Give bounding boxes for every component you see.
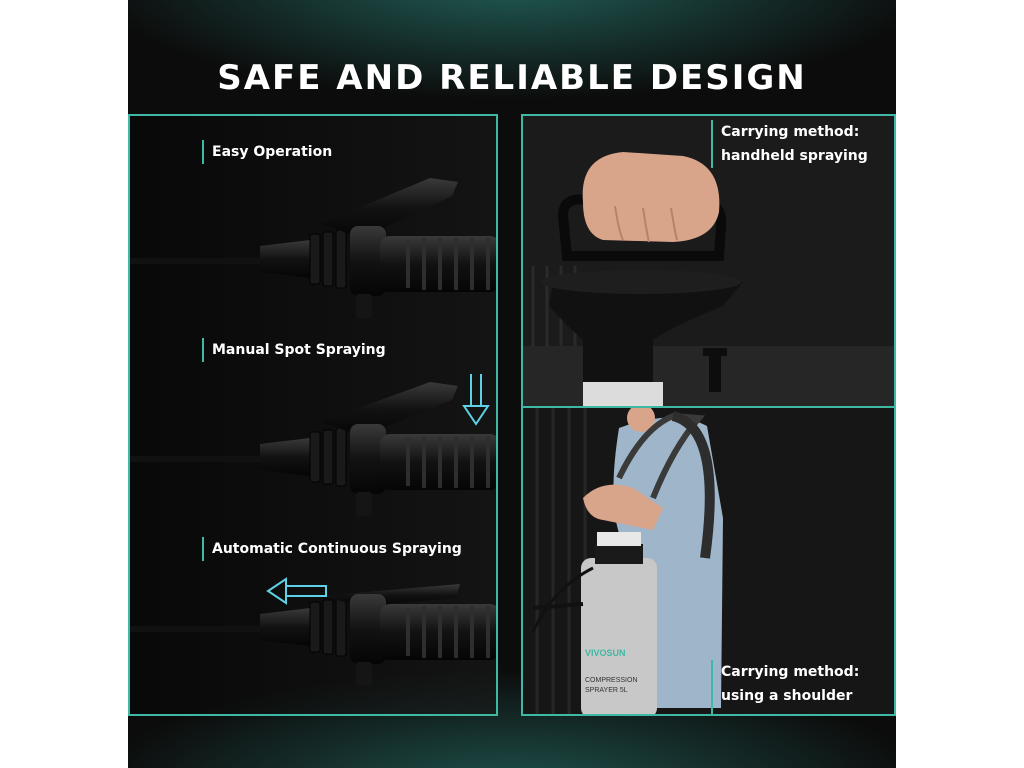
mode-label-easy-operation: Easy Operation	[202, 140, 332, 164]
sprayer-label-line2: SPRAYER 5L	[585, 687, 628, 694]
carrying-method-shoulder-strap: Carrying method: using a shoulder strap	[711, 660, 894, 714]
handheld-sprayer-image	[523, 152, 894, 406]
carrying-method-handheld: Carrying method: handheld spraying	[711, 120, 868, 168]
mode-label-manual-spot: Manual Spot Spraying	[202, 338, 386, 362]
slide-left-arrow-icon	[266, 577, 327, 605]
shoulder-strap-carry-panel: VIVOSUN COMPRESSION SPRAYER 5L Carrying …	[521, 406, 896, 716]
mode-label-automatic-continuous: Automatic Continuous Spraying	[202, 537, 462, 561]
sprayer-label-line1: COMPRESSION	[585, 677, 638, 684]
trigger-modes-panel: Easy Operation Manual Spot Spraying Auto…	[128, 114, 498, 716]
handheld-carry-panel: Carrying method: handheld spraying	[521, 114, 896, 408]
sprayer-brand-logo: VIVOSUN	[585, 648, 626, 658]
carrying-method-title: Carrying method:	[721, 124, 860, 140]
press-down-arrow-icon	[462, 374, 490, 426]
carrying-method-value: handheld spraying	[721, 148, 868, 164]
spray-handle-image-1	[130, 178, 496, 318]
shoulder-strap-sprayer-image: VIVOSUN COMPRESSION SPRAYER 5L	[531, 408, 723, 714]
spray-handle-image-3	[130, 577, 496, 686]
page-title: SAFE AND RELIABLE DESIGN	[217, 58, 807, 98]
product-feature-image: SAFE AND RELIABLE DESIGN Easy Operation …	[128, 0, 896, 768]
carrying-method-value: using a shoulder strap	[721, 688, 853, 714]
carrying-method-title: Carrying method:	[721, 664, 860, 680]
spray-handle-image-2	[130, 374, 496, 516]
